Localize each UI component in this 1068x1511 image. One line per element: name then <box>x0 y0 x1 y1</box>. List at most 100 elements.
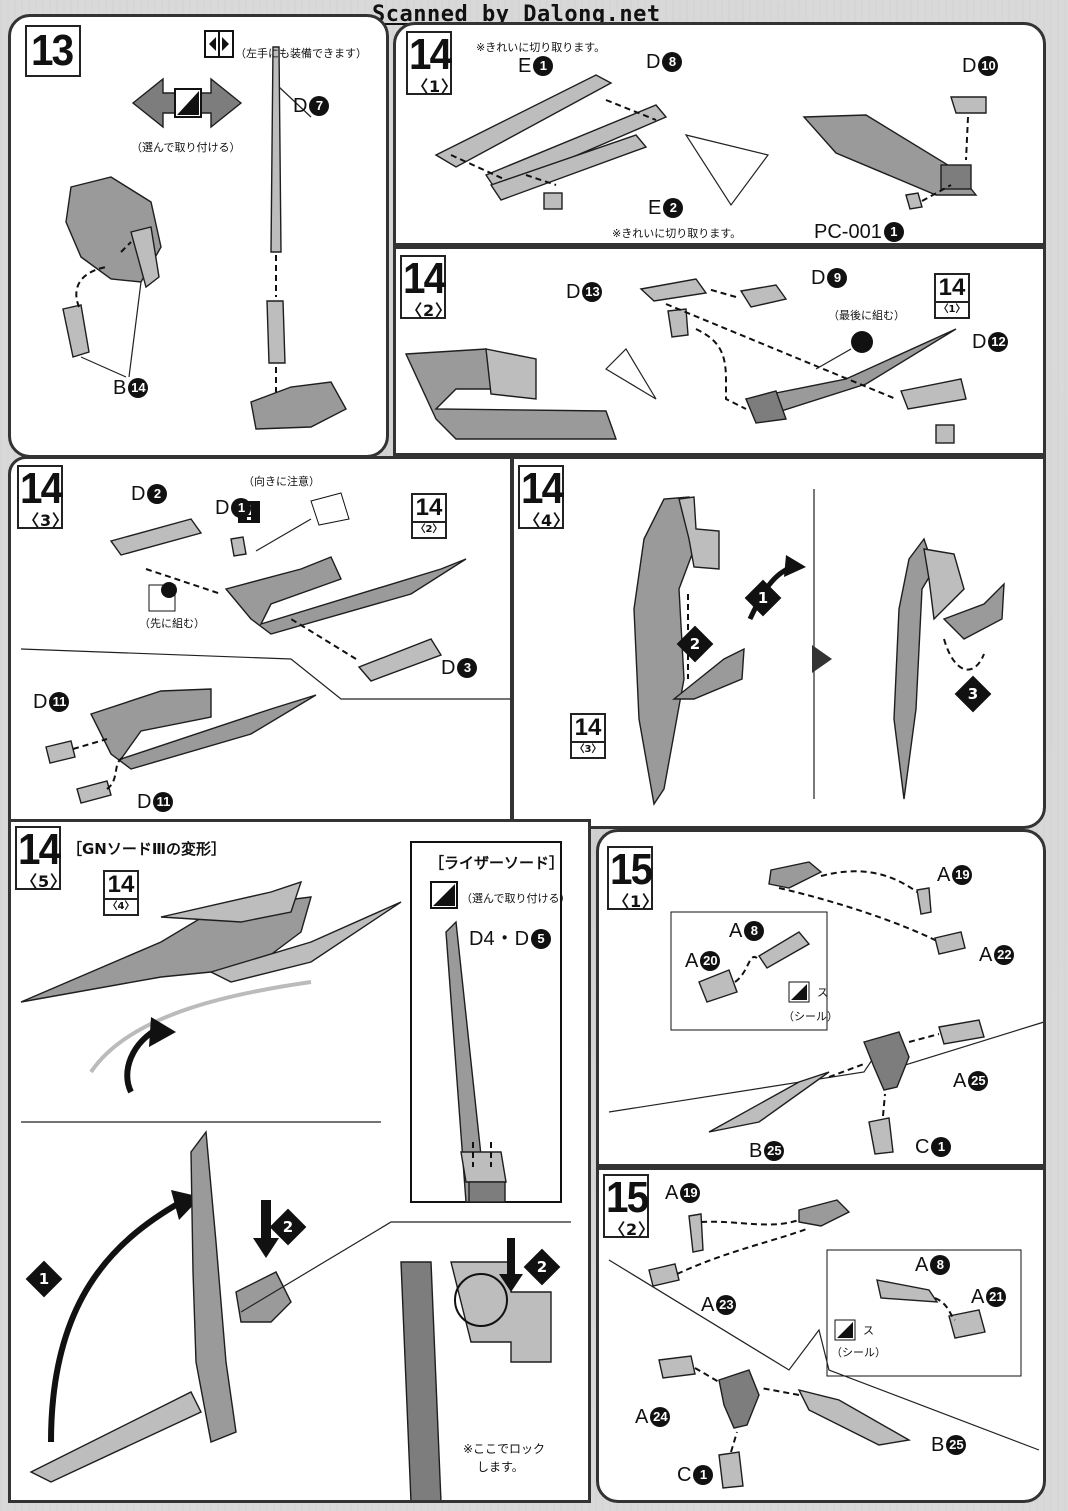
d10-part <box>950 96 987 114</box>
b14-part <box>62 304 90 358</box>
step-14-4-callout-1: 1 <box>744 579 782 617</box>
d3-sword-assembly <box>224 556 467 635</box>
part-top-hand <box>768 861 823 889</box>
arrow-left-icon <box>131 77 182 129</box>
riser-sword-title: ［ライザーソード］ <box>429 854 565 872</box>
d2-part <box>109 518 203 556</box>
step-14-3-badge: 14 〈3〉 <box>17 465 68 530</box>
a8-part-2 <box>876 1279 939 1303</box>
step-15-1-badge: 15 〈1〉 <box>607 846 658 911</box>
step-13-note-choose: （選んで取り付ける） <box>131 141 241 154</box>
step-14-4-callout-2: 2 <box>676 625 714 663</box>
step-14-5-badge: 14 〈5〉 <box>15 826 66 891</box>
c1-assembly-2 <box>718 1369 760 1429</box>
step-13-badge: 13 <box>25 25 81 77</box>
sword-result <box>893 537 935 800</box>
step-14-3-note-first: （先に組む） <box>139 617 205 630</box>
d7-blade <box>270 46 282 253</box>
step-14-5-panel: 14 〈5〉 ［GNソードⅢの変形］ 14〈4〉 ［ライザーソード <box>8 819 591 1503</box>
step-15-2-illustration <box>608 1199 1040 1489</box>
sword-folded <box>633 496 695 806</box>
lock-detail-blade <box>400 1261 442 1500</box>
step-14-1-note-cut2: ※きれいに切り取ります。 <box>612 227 742 240</box>
a8-part <box>758 931 811 969</box>
step-13-illustration <box>62 30 347 430</box>
a22-part <box>934 931 966 955</box>
step-14-4-badge: 14 〈4〉 <box>518 465 569 530</box>
step-14-5-callout-1: 1 <box>25 1260 63 1298</box>
gn-sword-top <box>20 896 312 1003</box>
d3-part <box>357 638 443 682</box>
step-15-2-sticker-mark: ス <box>863 1324 874 1337</box>
step-14-1-illustration <box>434 74 987 210</box>
step-14-5-callout-2b: 2 <box>523 1248 561 1286</box>
c1-part <box>868 1117 894 1155</box>
step-14-3-note-dir: （向きに注意） <box>243 475 320 488</box>
d12-part <box>900 378 967 410</box>
d7-handle-base <box>250 381 347 430</box>
sword-raised <box>190 1130 237 1443</box>
e2-part <box>489 134 648 201</box>
step-15-2-badge: 15 〈2〉 <box>603 1174 654 1239</box>
step-14-5-ref: 14〈4〉 <box>103 870 139 916</box>
step-14-4-ref: 14〈3〉 <box>570 713 606 759</box>
step-14-5-callout-2a: 2 <box>269 1208 307 1246</box>
a24-part <box>658 1355 696 1379</box>
handle-part <box>672 647 745 700</box>
step-15-1-sticker: （シール） <box>783 1010 838 1023</box>
lock-note-2: します。 <box>477 1460 524 1474</box>
step-14-3-ref: 14〈2〉 <box>411 493 447 539</box>
part-top-hand-2 <box>798 1199 851 1227</box>
b25-part <box>708 1071 830 1133</box>
d10-sword <box>802 114 978 196</box>
step-14-4-illustration <box>633 489 1005 806</box>
a19-part <box>916 887 932 915</box>
pc001-part <box>905 192 923 210</box>
d11-part-b <box>76 780 112 804</box>
e1-part <box>434 74 613 168</box>
step-15-1-sticker-mark: ス <box>817 986 828 999</box>
step-14-2-illustration <box>404 278 967 444</box>
step-14-2-note-last: （最後に組む） <box>828 309 905 322</box>
step-14-5-title: ［GNソードⅢの変形］ <box>67 840 227 858</box>
step-13-note-top: （左手にも装備できます） <box>235 47 367 60</box>
step-14-1-badge: 14 〈1〉 <box>406 31 457 96</box>
step-14-2-badge: 14 〈2〉 <box>400 255 451 320</box>
a25-part <box>938 1019 985 1045</box>
a23-part <box>648 1263 680 1287</box>
b25-part-2 <box>797 1388 912 1446</box>
d13-part <box>639 278 708 302</box>
step-14-4-panel: 14 〈4〉 14〈3〉 1 2 3 <box>511 456 1046 829</box>
riser-note-choose: （選んで取り付ける） <box>461 892 571 905</box>
